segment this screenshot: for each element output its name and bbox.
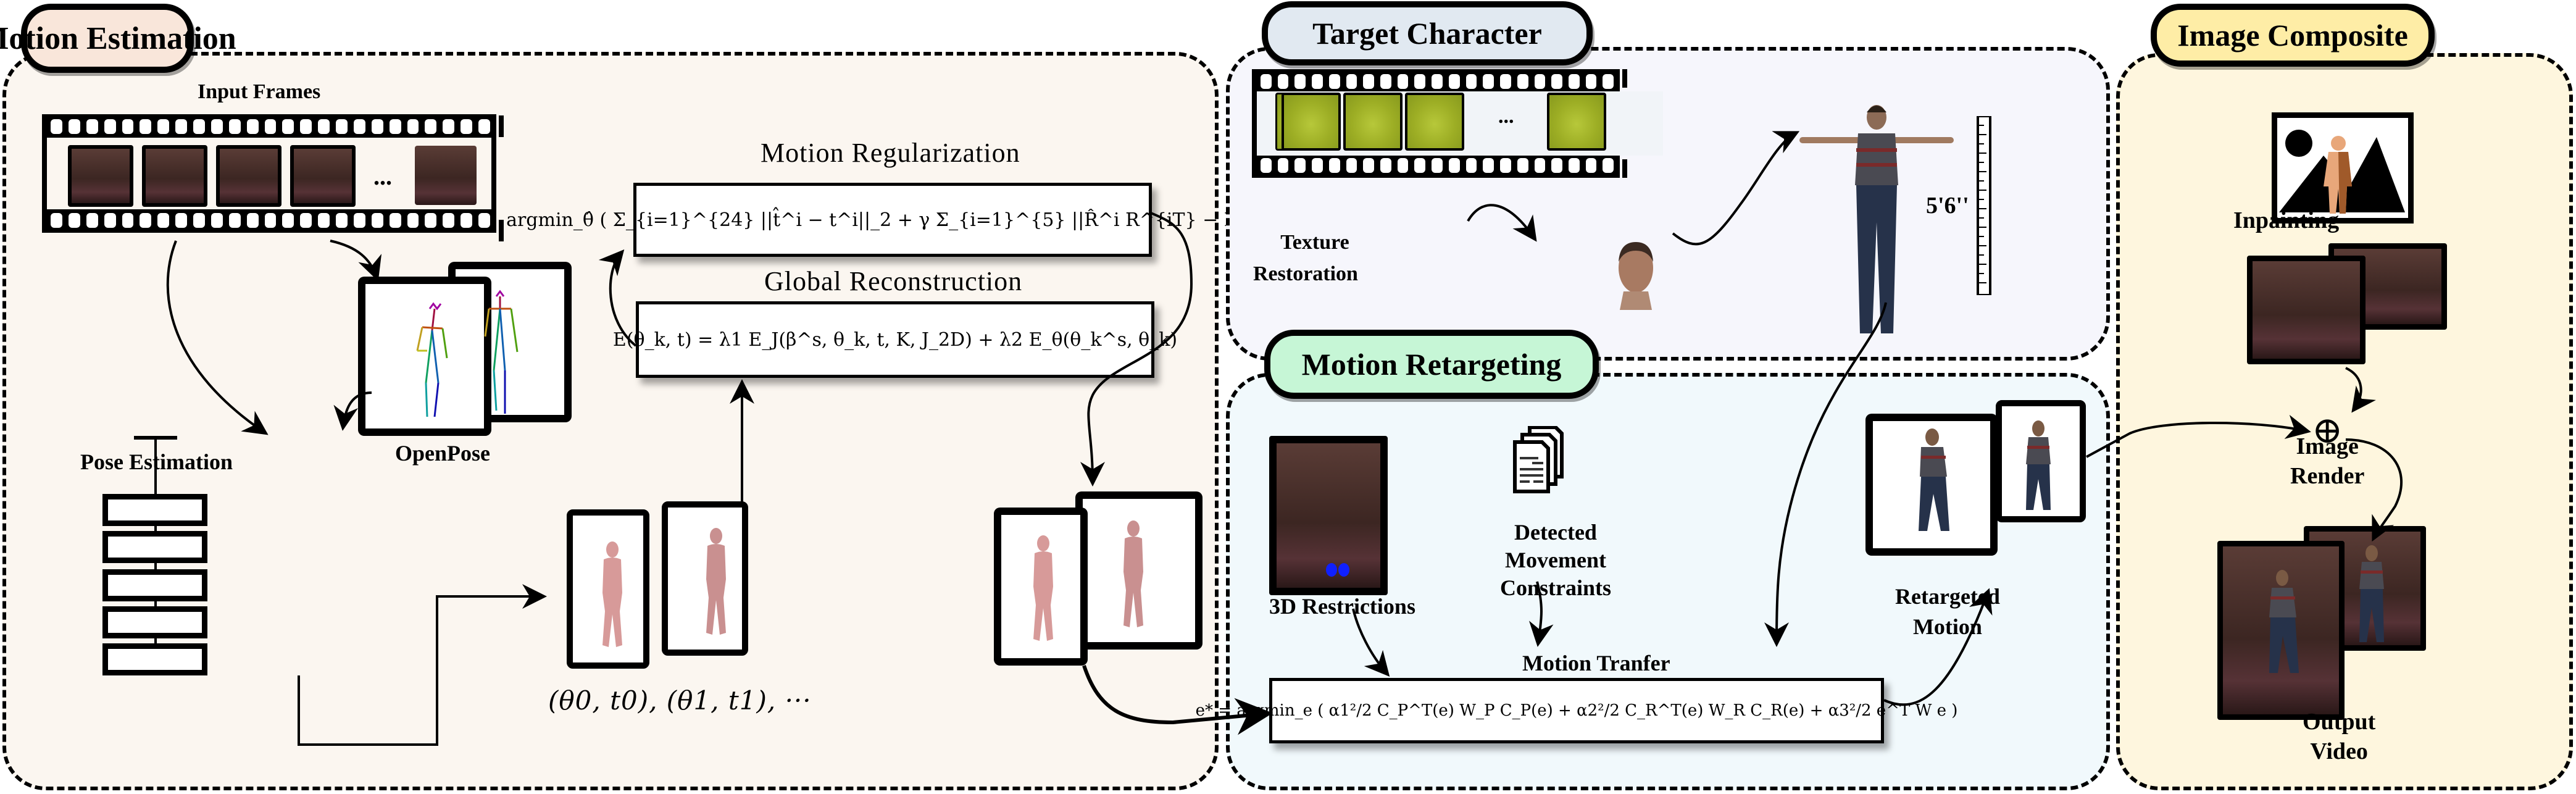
filmstrip-end-mark bbox=[499, 220, 504, 241]
target-frame bbox=[1282, 93, 1341, 151]
motion-retargeting-title-text: Motion Retargeting bbox=[1301, 347, 1562, 382]
network-layer bbox=[102, 494, 207, 526]
inpainted-background-front bbox=[2247, 256, 2366, 364]
composited-character-icon bbox=[2269, 570, 2299, 673]
inpainting-label: Inpainting bbox=[2233, 207, 2340, 233]
constraints-label-line3: Constraints bbox=[1500, 575, 1612, 600]
restrictions-label: 3D Restrictions bbox=[1269, 594, 1415, 619]
smpl-mesh-card-back bbox=[662, 501, 748, 656]
texture-label-line1: Texture bbox=[1280, 231, 1349, 254]
height-label: 5'6'' bbox=[1926, 193, 1969, 219]
filmstrip-end-mark bbox=[1622, 69, 1627, 88]
detected-constraints-label: Detected Movement Constraints bbox=[1500, 519, 1611, 602]
retargeted-motion-label: Retargeted Motion bbox=[1895, 583, 2000, 641]
network-connector bbox=[154, 563, 157, 570]
retargeted-character-icon bbox=[1919, 428, 1949, 531]
global-reconstruction-equation: E(θ_k, t) = λ1 E_J(β^s, θ_k, t, K, J_2D)… bbox=[613, 301, 1177, 378]
pose-estimation-input-bar bbox=[134, 436, 177, 440]
image-composite-title-text: Image Composite bbox=[2177, 18, 2408, 52]
openpose-card-front bbox=[358, 277, 491, 436]
body-mesh-icon bbox=[706, 528, 726, 635]
network-layer bbox=[102, 569, 207, 601]
global-reconstruction-label: Global Reconstruction bbox=[764, 266, 1023, 296]
filmstrip-holes-bottom bbox=[51, 213, 490, 228]
composited-character-icon bbox=[2359, 545, 2384, 642]
filmstrip-holes-top bbox=[51, 119, 490, 134]
retargeted-label-line1: Retargeted bbox=[1895, 584, 2000, 609]
motion-retargeting-title: Motion Retargeting bbox=[1264, 330, 1599, 399]
height-ruler-icon bbox=[1977, 116, 1991, 295]
pose-sequence-tuple: (θ0, t0), (θ1, t1), ··· bbox=[548, 685, 812, 716]
output-label-line1: Output bbox=[2303, 709, 2376, 735]
input-frame bbox=[415, 146, 477, 205]
document-stack-icon bbox=[1513, 426, 1564, 493]
global-reconstruction-equation-text: E(θ_k, t) = λ1 E_J(β^s, θ_k, t, K, J_2D)… bbox=[612, 328, 1178, 351]
texture-label-line2: Restoration bbox=[1253, 262, 1358, 285]
motion-transfer-equation-text: e* = argmin_e ( α1²/2 C_P^T(e) W_P C_P(e… bbox=[1195, 701, 1958, 720]
filmstrip-end-mark bbox=[499, 115, 504, 137]
network-layer bbox=[102, 531, 207, 563]
target-frame bbox=[1405, 93, 1464, 151]
image-render-line1: Image bbox=[2296, 433, 2359, 459]
openpose-label: OpenPose bbox=[395, 441, 491, 466]
combine-symbol: ⊕ bbox=[2312, 410, 2343, 451]
input-frame bbox=[290, 145, 356, 207]
body-mesh-icon bbox=[1123, 520, 1143, 627]
network-layer bbox=[102, 606, 207, 638]
target-character-title-text: Target Character bbox=[1312, 16, 1542, 51]
image-render-line2: Render bbox=[2290, 462, 2365, 489]
network-connector bbox=[154, 440, 157, 495]
output-video-label: Output Video bbox=[2303, 708, 2375, 766]
constraints-label-line1: Detected bbox=[1514, 520, 1597, 545]
motion-regularization-equation: argmin_θ̂ ( Σ_{i=1}^{24} ||t̂^i − t^i||_… bbox=[506, 183, 1279, 257]
skeleton-icon bbox=[484, 290, 519, 414]
retargeted-label-line2: Motion bbox=[1912, 614, 1982, 639]
input-frame bbox=[216, 145, 281, 207]
filmstrip-end-mark bbox=[1622, 159, 1627, 178]
motion-regularization-label: Motion Regularization bbox=[761, 138, 1020, 168]
target-frame bbox=[1343, 93, 1403, 151]
input-frames-ellipsis: ... bbox=[373, 162, 392, 190]
motion-regularization-equation-text: argmin_θ̂ ( Σ_{i=1}^{24} ||t̂^i − t^i||_… bbox=[506, 209, 1279, 231]
skeleton-icon bbox=[416, 302, 448, 417]
input-frame bbox=[142, 145, 207, 207]
character-model-icon bbox=[1799, 105, 1954, 333]
motion-estimation-title: Motion Estimation bbox=[0, 4, 236, 73]
network-connector bbox=[154, 526, 157, 533]
input-frames-label: Input Frames bbox=[198, 80, 321, 103]
body-mesh-icon bbox=[1033, 535, 1053, 641]
target-frames-ellipsis: ... bbox=[1498, 105, 1514, 128]
image-render-label: Image Render bbox=[2290, 432, 2364, 491]
inpainting-icon bbox=[2272, 112, 2414, 224]
filmstrip-holes-bottom bbox=[1261, 158, 1614, 173]
body-mesh-icon bbox=[602, 541, 622, 647]
motion-transfer-equation: e* = argmin_e ( α1²/2 C_P^T(e) W_P C_P(e… bbox=[1196, 678, 1957, 743]
texture-restoration-label: Texture Restoration bbox=[1253, 230, 1358, 287]
motion-estimation-title-text: Motion Estimation bbox=[0, 20, 236, 56]
network-connector bbox=[154, 638, 157, 645]
network-layer bbox=[102, 643, 207, 675]
output-label-line2: Video bbox=[2310, 738, 2368, 764]
foot-contact-marker bbox=[1326, 563, 1337, 577]
image-composite-title: Image Composite bbox=[2151, 4, 2435, 67]
constraints-label-line2: Movement bbox=[1505, 548, 1606, 572]
retargeted-card-back bbox=[1996, 400, 2086, 522]
filmstrip-holes-top bbox=[1261, 74, 1614, 89]
network-connector bbox=[154, 601, 157, 608]
target-frame bbox=[1547, 93, 1606, 151]
restored-face-icon bbox=[1619, 242, 1653, 310]
document-stack-icon bbox=[1325, 4, 1399, 72]
target-character-title: Target Character bbox=[1262, 1, 1593, 65]
input-frame bbox=[68, 145, 133, 207]
retargeted-character-icon bbox=[2026, 420, 2051, 510]
foot-contact-marker bbox=[1338, 563, 1349, 577]
motion-transfer-label: Motion Tranfer bbox=[1522, 651, 1670, 675]
restriction-frame bbox=[1269, 436, 1388, 595]
